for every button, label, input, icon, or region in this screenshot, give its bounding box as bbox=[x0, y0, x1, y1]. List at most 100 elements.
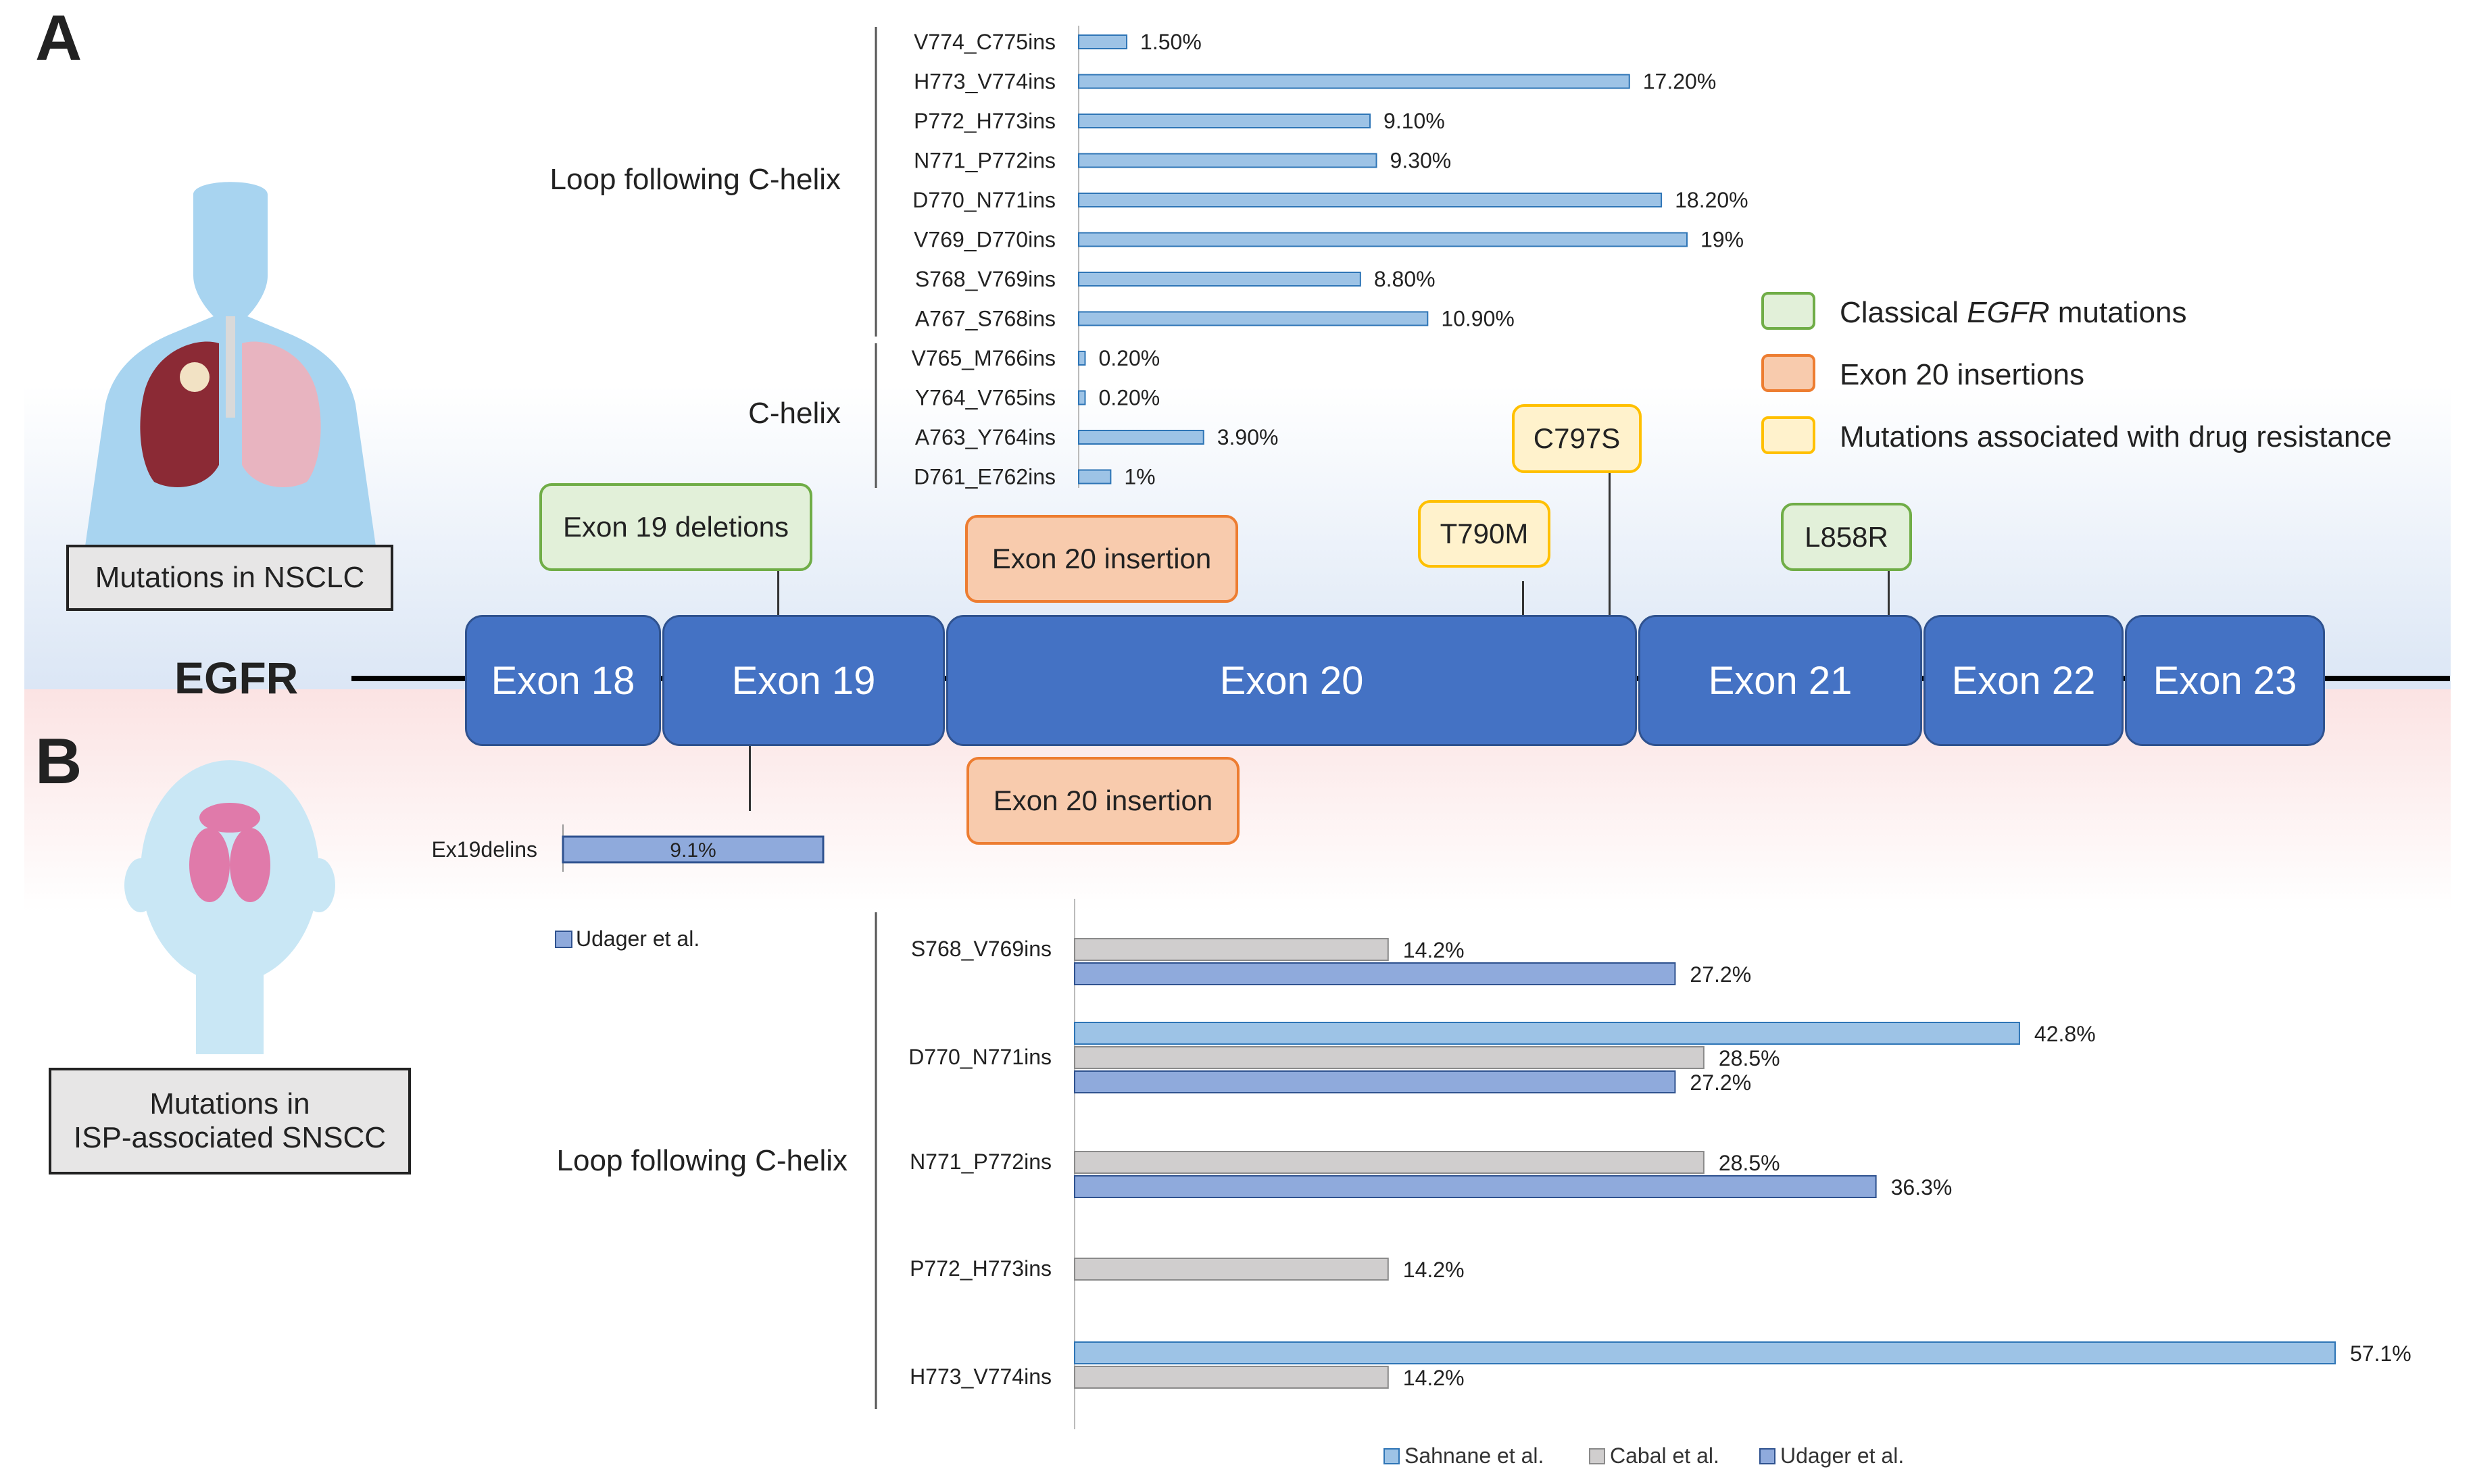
tick-label: S768_V769ins bbox=[911, 937, 1052, 961]
exon19-connector bbox=[777, 571, 779, 615]
legend-classical: Classical EGFR mutations bbox=[1840, 296, 2187, 329]
bar bbox=[1074, 1366, 1389, 1389]
group-label-loop: Loop following C-helix bbox=[550, 163, 841, 196]
tick-label: V774_C775ins bbox=[914, 30, 1056, 54]
bar bbox=[1074, 1175, 1877, 1198]
exon-18: Exon 18 bbox=[465, 615, 661, 746]
legend-label: Cabal et al. bbox=[1610, 1443, 1719, 1468]
legend-resistance-swatch bbox=[1761, 416, 1815, 454]
data-label: 14.2% bbox=[1403, 1258, 1465, 1282]
data-label: 27.2% bbox=[1690, 1070, 1751, 1095]
snscc-caption: Mutations in ISP-associated SNSCC bbox=[49, 1068, 411, 1174]
tick-label: N771_P772ins bbox=[910, 1149, 1052, 1174]
exon-22: Exon 22 bbox=[1923, 615, 2124, 746]
trachea bbox=[226, 316, 235, 418]
data-label: 1% bbox=[1124, 465, 1155, 489]
legend-swatch bbox=[1383, 1448, 1400, 1464]
exon20-insertion-callout-top: Exon 20 insertion bbox=[965, 515, 1238, 603]
neck bbox=[196, 960, 264, 1054]
exon19-deletions-callout: Exon 19 deletions bbox=[539, 483, 812, 571]
c797s-connector bbox=[1609, 473, 1611, 615]
data-label: 1.50% bbox=[1140, 30, 1202, 54]
t790m-callout: T790M bbox=[1418, 500, 1550, 568]
data-label: 14.2% bbox=[1403, 938, 1465, 962]
legend-label: Udager et al. bbox=[1780, 1443, 1904, 1468]
panel-a-letter: A bbox=[35, 2, 82, 74]
ex19delins-connector bbox=[749, 746, 751, 811]
bar bbox=[1078, 430, 1204, 445]
data-label: 10.90% bbox=[1441, 307, 1515, 331]
t790m-connector bbox=[1522, 581, 1524, 615]
legend-swatch-udager bbox=[555, 931, 572, 948]
bar bbox=[1078, 153, 1377, 168]
legend-swatch bbox=[1759, 1448, 1775, 1464]
data-label: 19% bbox=[1700, 228, 1744, 252]
data-label: 0.20% bbox=[1098, 346, 1160, 370]
bar bbox=[1074, 938, 1389, 961]
head-figure bbox=[124, 760, 335, 1054]
tick-label: P772_H773ins bbox=[914, 109, 1056, 133]
bar bbox=[1078, 390, 1086, 405]
bar bbox=[1078, 351, 1086, 366]
tick-label: V765_M766ins bbox=[912, 346, 1056, 370]
frontal-sinus bbox=[199, 803, 260, 833]
lung-figure bbox=[85, 182, 376, 546]
bar bbox=[1074, 1046, 1705, 1069]
data-label: 9.30% bbox=[1390, 149, 1452, 173]
bar bbox=[1078, 193, 1663, 207]
legend-label: Sahnane et al. bbox=[1404, 1443, 1544, 1468]
legend-swatch bbox=[1589, 1448, 1605, 1464]
data-label: 17.20% bbox=[1643, 70, 1717, 94]
right-ear bbox=[303, 858, 335, 912]
tick-label: D770_N771ins bbox=[912, 188, 1056, 212]
bar bbox=[1078, 469, 1112, 485]
bar bbox=[1074, 1341, 2336, 1364]
data-label: 9.1% bbox=[670, 839, 716, 862]
data-label: 28.5% bbox=[1719, 1151, 1780, 1175]
legend-classical-swatch bbox=[1761, 292, 1815, 330]
legend-insertions: Exon 20 insertions bbox=[1840, 358, 2084, 391]
bar bbox=[562, 835, 825, 864]
tumor bbox=[180, 362, 210, 392]
group-label-snscc: Loop following C-helix bbox=[557, 1144, 848, 1177]
data-label: 8.80% bbox=[1374, 267, 1436, 291]
legend-label-udager: Udager et al. bbox=[576, 926, 700, 951]
tick-label: D761_E762ins bbox=[914, 465, 1056, 489]
tick-label: V769_D770ins bbox=[914, 228, 1056, 252]
bar bbox=[1074, 1151, 1705, 1174]
data-label: 3.90% bbox=[1217, 425, 1279, 449]
data-label: 0.20% bbox=[1098, 386, 1160, 410]
data-label: 9.10% bbox=[1383, 109, 1445, 133]
tick-label: A763_Y764ins bbox=[915, 425, 1056, 449]
nsclc-caption: Mutations in NSCLC bbox=[66, 545, 393, 611]
snscc-caption-line2: ISP-associated SNSCC bbox=[73, 1121, 387, 1154]
bar bbox=[1078, 34, 1128, 49]
group-label-chelix: C-helix bbox=[748, 397, 841, 430]
exon-20: Exon 20 bbox=[946, 615, 1637, 746]
nsclc-caption-text: Mutations in NSCLC bbox=[95, 561, 365, 594]
tick-label: Y764_V765ins bbox=[915, 386, 1056, 410]
tick-label: H773_V774ins bbox=[914, 70, 1056, 94]
gene-label: EGFR bbox=[174, 653, 299, 703]
bar bbox=[1078, 272, 1361, 287]
left-lung bbox=[242, 341, 321, 487]
right-sinus bbox=[230, 828, 270, 902]
bar bbox=[1078, 74, 1630, 89]
tick-label: P772_H773ins bbox=[910, 1256, 1052, 1281]
bar bbox=[1078, 311, 1429, 326]
tick-label: H773_V774ins bbox=[910, 1364, 1052, 1389]
snscc-caption-line1: Mutations in bbox=[149, 1087, 310, 1120]
data-label: 28.5% bbox=[1719, 1046, 1780, 1070]
data-label: 57.1% bbox=[2350, 1341, 2411, 1366]
data-label: 42.8% bbox=[2034, 1022, 2096, 1046]
data-label: 27.2% bbox=[1690, 962, 1751, 987]
face-silhouette bbox=[141, 760, 319, 983]
bar bbox=[1074, 1258, 1389, 1281]
data-label: 18.20% bbox=[1675, 188, 1748, 212]
exon-23: Exon 23 bbox=[2125, 615, 2325, 746]
exon20-insertion-callout-bottom: Exon 20 insertion bbox=[966, 757, 1240, 845]
left-ear bbox=[124, 858, 157, 912]
tick-label: D770_N771ins bbox=[908, 1045, 1052, 1069]
l858r-connector bbox=[1888, 571, 1890, 615]
